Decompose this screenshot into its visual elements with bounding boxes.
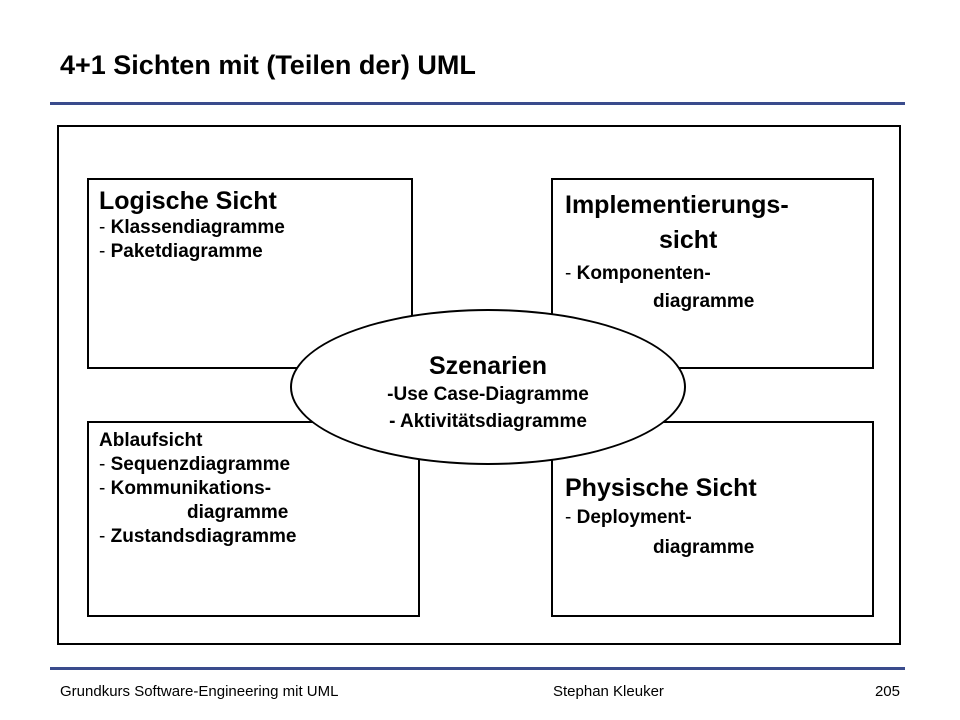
bullet-dash: - <box>387 384 394 405</box>
process-view-item: - Kommunikations- <box>99 477 418 501</box>
item-text: Paketdiagramme <box>110 241 263 262</box>
logical-view-item: - Klassendiagramme <box>99 216 411 240</box>
scenarios-ellipse: Szenarien -Use Case-Diagramme - Aktivitä… <box>290 309 686 465</box>
bullet-dash: - <box>565 263 577 284</box>
bullet-dash: - <box>99 478 111 499</box>
bullet-dash: - <box>389 411 400 432</box>
physical-view-box: Physische Sicht - Deployment- diagramme <box>551 421 874 617</box>
item-text: Kommunikations- <box>110 478 272 499</box>
process-view-heading: Ablaufsicht <box>99 430 203 451</box>
title-divider <box>50 102 905 105</box>
implementation-view-heading: Implementierungs- <box>565 191 789 219</box>
bullet-dash: - <box>99 526 111 547</box>
scenarios-item: -Use Case-Diagramme <box>292 381 684 408</box>
physical-view-item: - Deployment- <box>565 503 872 533</box>
logical-view-item: - Paketdiagramme <box>99 240 411 264</box>
implementation-view-item-cont: diagramme <box>653 291 755 312</box>
item-text: Zustandsdiagramme <box>110 526 297 547</box>
physical-view-item-cont: diagramme <box>653 537 755 558</box>
process-view-box: Ablaufsicht - Sequenzdiagramme - Kommuni… <box>87 421 420 617</box>
logical-view-heading: Logische Sicht <box>99 187 277 215</box>
bullet-dash: - <box>99 454 111 475</box>
bullet-dash: - <box>565 507 577 528</box>
item-text: Klassendiagramme <box>110 217 285 238</box>
footer-course-title: Grundkurs Software-Engineering mit UML <box>60 683 339 700</box>
item-text: Komponenten- <box>576 263 711 284</box>
bullet-dash: - <box>99 217 111 238</box>
item-text: Sequenzdiagramme <box>110 454 291 475</box>
physical-view-heading: Physische Sicht <box>565 474 757 502</box>
footer-page-number: 205 <box>874 683 900 700</box>
diagram-frame <box>57 125 901 645</box>
process-view-item: - Sequenzdiagramme <box>99 453 418 477</box>
scenarios-item: - Aktivitätsdiagramme <box>292 408 684 435</box>
bullet-dash: - <box>99 241 111 262</box>
item-text: Use Case-Diagramme <box>393 384 589 405</box>
item-text: Aktivitätsdiagramme <box>400 411 587 432</box>
item-text: diagramme <box>187 502 289 523</box>
footer-author: Stephan Kleuker <box>553 683 664 700</box>
scenarios-heading: Szenarien <box>428 352 548 380</box>
implementation-view-heading-cont: sicht <box>659 226 718 254</box>
process-view-item: - Zustandsdiagramme <box>99 525 418 549</box>
slide-title: 4+1 Sichten mit (Teilen der) UML <box>60 50 476 80</box>
item-text: Deployment- <box>576 507 692 528</box>
process-view-item-cont: diagramme <box>99 501 418 525</box>
footer-divider <box>50 667 905 670</box>
implementation-view-item: - Komponenten- <box>565 260 872 288</box>
